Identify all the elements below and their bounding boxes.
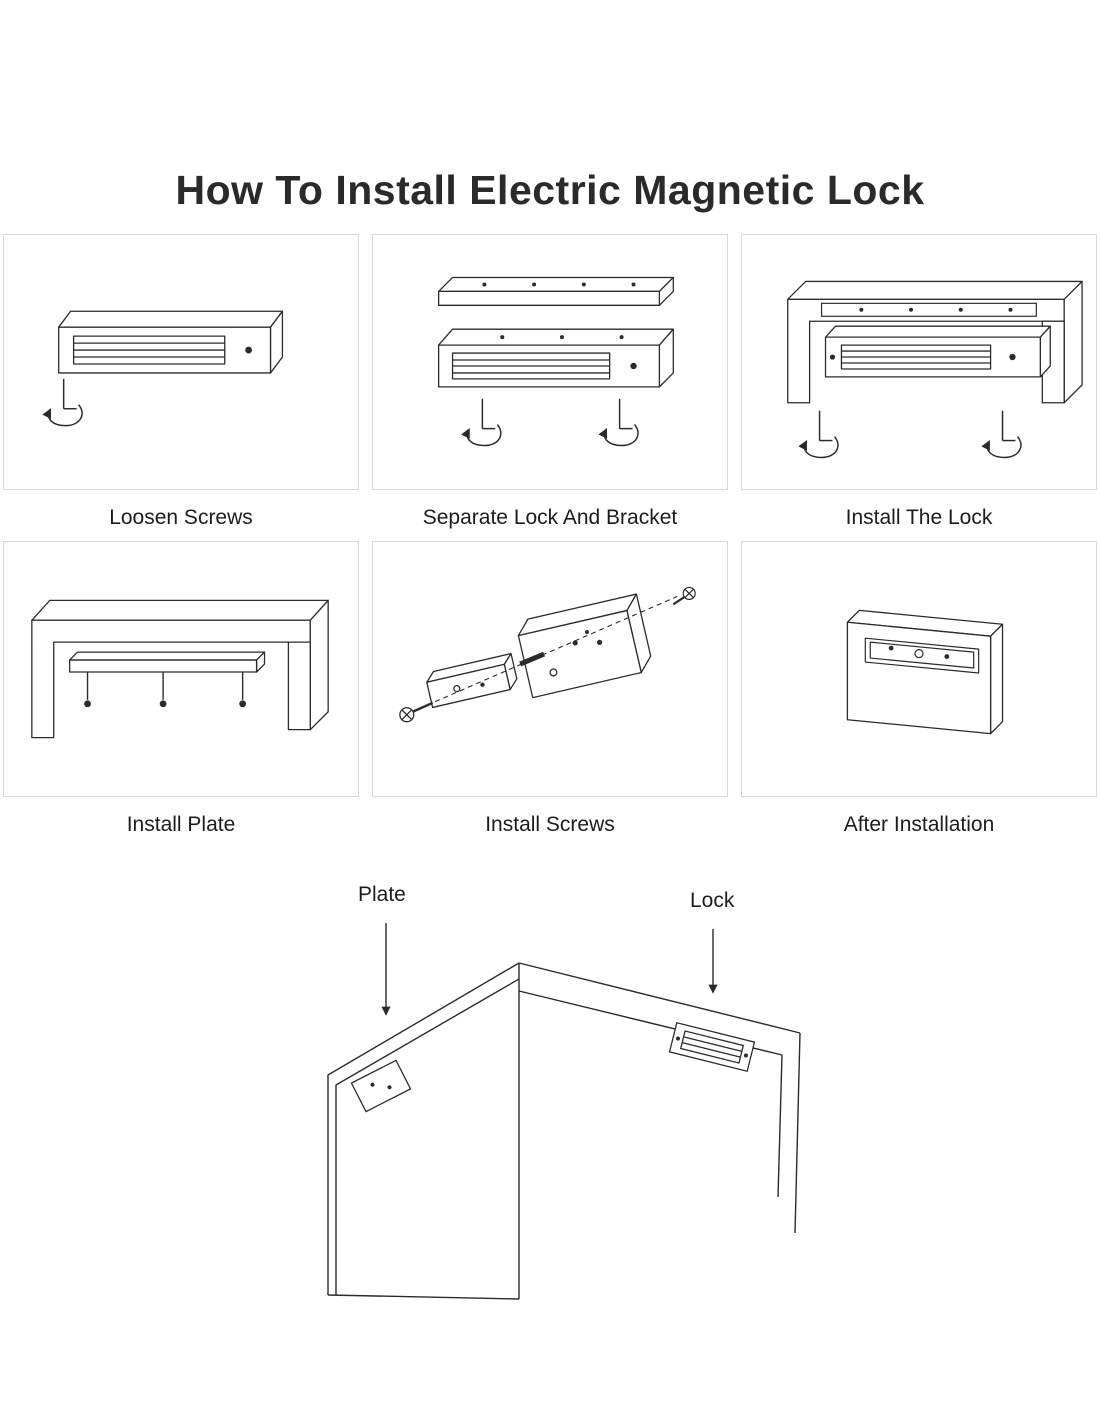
armature-plate	[68, 651, 266, 674]
step-5-illustration-box	[372, 541, 728, 798]
step-1: Loosen Screws	[3, 234, 359, 531]
overview-diagram: Plate Lock	[0, 867, 1100, 1422]
step-caption: After Installation	[843, 813, 995, 837]
separate-lock-bracket-illustration	[437, 277, 674, 489]
step-3-illustration-box	[741, 234, 1097, 491]
screw-with-rotation-arrow-icon	[987, 411, 1020, 458]
screw-body	[519, 652, 545, 667]
page-title: How To Install Electric Magnetic Lock	[175, 167, 925, 213]
plate-label: Plate	[358, 882, 406, 906]
step-caption: Install Screws	[485, 813, 615, 837]
lock-indicator-dot	[245, 346, 252, 354]
screw-with-rotation-arrow-icon	[605, 399, 638, 446]
screw-with-rotation-arrow-icon	[805, 411, 838, 458]
screw-icon	[672, 587, 696, 606]
step-2-illustration-box	[372, 234, 728, 491]
screw-with-rotation-arrow-icon	[467, 399, 500, 446]
bracket-bar	[437, 277, 674, 307]
door-frame-lines	[327, 962, 801, 1300]
magnetic-lock-body	[824, 325, 1051, 378]
steps-grid: Loosen Screws	[0, 234, 1100, 839]
plate-screws	[84, 672, 247, 708]
step-1-illustration-box	[3, 234, 359, 491]
mounted-plate	[864, 638, 980, 675]
step-4-illustration-box	[3, 541, 359, 798]
lock-label: Lock	[690, 888, 735, 912]
step-caption: Install The Lock	[845, 506, 993, 530]
install-plate-illustration	[31, 600, 329, 739]
step-3: Install The Lock	[741, 234, 1097, 531]
step-6-illustration-box	[741, 541, 1097, 798]
step-caption: Install Plate	[126, 813, 236, 837]
install-lock-illustration	[787, 280, 1083, 489]
door-frame-header	[31, 600, 329, 739]
step-caption: Separate Lock And Bracket	[422, 506, 678, 530]
armature-plate	[426, 653, 518, 709]
step-6: After Installation	[741, 541, 1097, 838]
step-5: Install Screws	[372, 541, 728, 838]
magnetic-lock-body	[517, 593, 652, 699]
lock-bar	[437, 328, 674, 388]
lock-indicator-dot	[630, 362, 637, 370]
loosen-screws-illustration	[4, 310, 284, 489]
screw-with-rotation-arrow-icon	[49, 379, 82, 426]
mounting-bracket	[820, 302, 1037, 318]
after-installation-illustration	[846, 610, 1004, 735]
step-2: Separate Lock And Bracket	[372, 234, 728, 531]
install-screws-illustration	[399, 587, 696, 723]
step-4: Install Plate	[3, 541, 359, 838]
mounted-lock	[668, 1021, 756, 1072]
screw-axis-line	[418, 596, 678, 710]
magnetic-lock-body	[58, 310, 284, 374]
step-caption: Loosen Screws	[109, 506, 253, 530]
door-frame-drawing	[327, 922, 801, 1300]
screw-icon	[399, 702, 434, 723]
mounted-plate	[350, 1059, 412, 1113]
